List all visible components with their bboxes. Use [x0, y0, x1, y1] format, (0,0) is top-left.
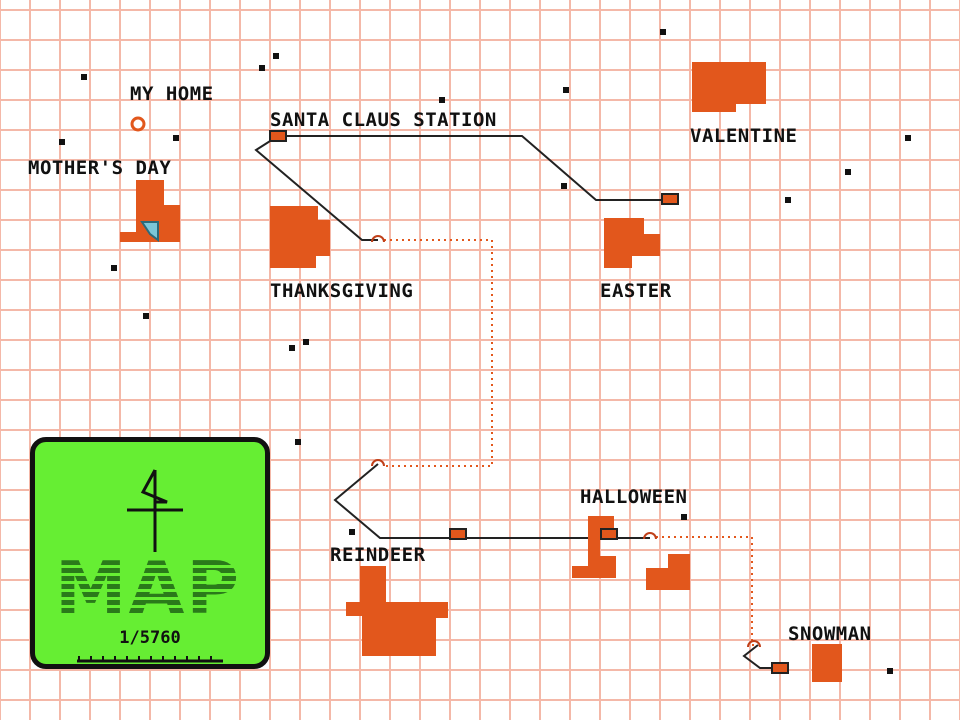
map-dot — [111, 265, 117, 271]
label-thanksgiving: THANKSGIVING — [270, 280, 413, 302]
map-dot — [785, 197, 791, 203]
label-santa-claus-station: SANTA CLAUS STATION — [270, 109, 497, 131]
legend-title: MAP — [54, 552, 242, 624]
valentine-building — [692, 62, 766, 112]
label-valentine: VALENTINE — [690, 125, 797, 147]
map-dot — [273, 53, 279, 59]
label-easter: EASTER — [600, 280, 672, 302]
map-dot — [563, 87, 569, 93]
node-center — [371, 459, 385, 467]
map-dot — [143, 313, 149, 319]
dotted-path-east — [656, 536, 756, 646]
station-snowman[interactable] — [771, 662, 789, 674]
player-cursor-icon — [140, 221, 159, 242]
map-dot — [81, 74, 87, 80]
station-reindeer[interactable] — [449, 528, 467, 540]
map-dot — [439, 97, 445, 103]
map-dot — [173, 135, 179, 141]
map-dot — [59, 139, 65, 145]
node-thanksgiving — [371, 235, 385, 243]
station-halloween[interactable] — [600, 528, 618, 540]
map-dot — [295, 439, 301, 445]
halloween-building-right — [646, 554, 690, 590]
station-easter[interactable] — [661, 193, 679, 205]
label-reindeer: REINDEER — [330, 544, 426, 566]
reindeer-building — [346, 566, 448, 656]
thanksgiving-building — [270, 206, 330, 268]
legend-scale: 1/5760 — [119, 628, 181, 648]
legend-title-wrap: MAP — [53, 552, 243, 624]
road-north — [278, 135, 668, 201]
dotted-paths — [384, 239, 756, 646]
node-snowman — [747, 640, 761, 648]
map-dot — [259, 65, 265, 71]
map-legend: MAP 1/5760 — [30, 437, 270, 669]
snowman-building — [812, 644, 842, 682]
label-snowman: SNOWMAN — [788, 623, 872, 645]
mothers-day-building — [120, 180, 180, 242]
map-dot — [303, 339, 309, 345]
map-dot — [905, 135, 911, 141]
label-my-home: MY HOME — [130, 83, 214, 105]
map-dot — [681, 514, 687, 520]
map-dot — [660, 29, 666, 35]
road-south — [333, 463, 650, 539]
label-mothers-day: MOTHER'S DAY — [28, 157, 171, 179]
scale-bar — [77, 656, 223, 663]
map-dot — [349, 529, 355, 535]
map-dot — [845, 169, 851, 175]
my-home-marker[interactable] — [130, 116, 146, 132]
dotted-path-center — [384, 239, 493, 467]
road-network — [254, 135, 668, 539]
buildings — [120, 62, 842, 682]
halloween-building-left — [572, 516, 616, 578]
road-to-thanksgiving — [254, 135, 378, 241]
label-halloween: HALLOWEEN — [580, 486, 687, 508]
map-dot — [887, 668, 893, 674]
north-arrow-icon — [127, 469, 183, 552]
easter-building — [604, 218, 660, 268]
station-santa-claus[interactable] — [269, 130, 287, 142]
map-dot — [561, 183, 567, 189]
path-nodes — [371, 235, 761, 648]
map-dot — [289, 345, 295, 351]
node-halloween — [643, 532, 657, 540]
stations — [269, 130, 789, 674]
road-snowman-hook — [742, 644, 780, 669]
map-dots — [59, 29, 911, 674]
